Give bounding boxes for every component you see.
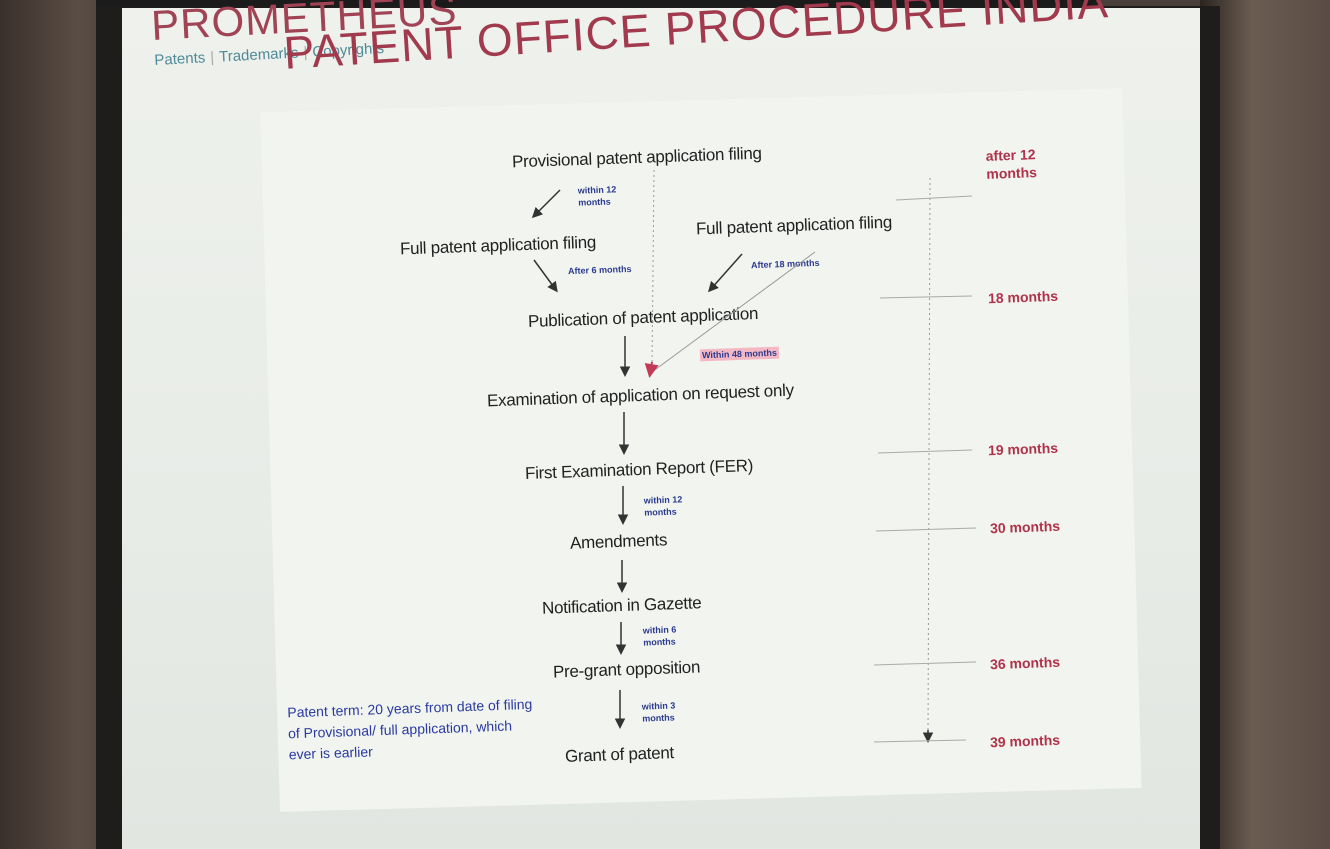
timeline-tick-30 (875, 527, 977, 532)
timeline-tick-18 (879, 295, 973, 299)
timeline-tick-12 (895, 195, 973, 201)
dotted-provisional-to-examination (651, 169, 655, 369)
timeline-tick-19 (877, 449, 973, 454)
screen-top-bar (96, 0, 1100, 8)
timeline-tick-39 (873, 739, 967, 743)
arrow-provisional-to-full (531, 189, 561, 219)
timeline-tick-36 (873, 661, 977, 666)
arrow-full-left-to-publication (533, 259, 558, 293)
arrow-full-right-to-examination (651, 251, 816, 373)
timeline-axis (927, 177, 931, 739)
room-wall-right (1200, 0, 1330, 849)
arrow-full-right-to-publication (708, 253, 743, 293)
